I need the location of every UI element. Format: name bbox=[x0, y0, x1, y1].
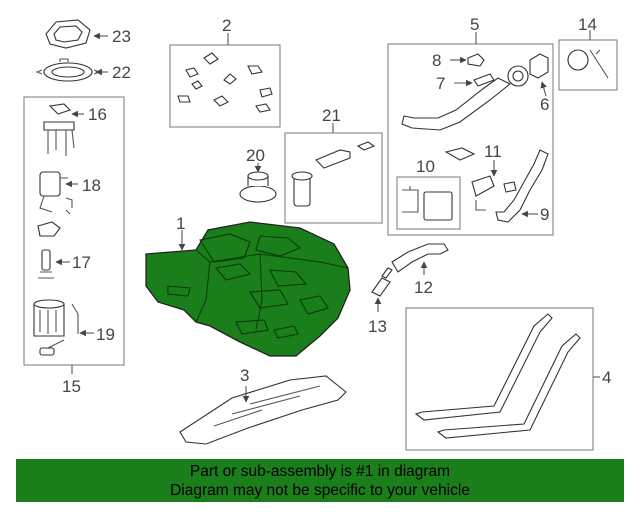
part-16-connector[interactable] bbox=[43, 103, 75, 156]
part-23-gasket[interactable] bbox=[45, 19, 91, 49]
part-9-hose[interactable] bbox=[495, 149, 549, 223]
callout-14: 14 bbox=[578, 15, 597, 34]
callout-11: 11 bbox=[484, 142, 502, 161]
callout-20: 20 bbox=[246, 146, 265, 165]
callout-7: 7 bbox=[436, 74, 445, 93]
callout-21: 21 bbox=[322, 106, 341, 125]
banner-line-2: Diagram may not be specific to your vehi… bbox=[170, 482, 470, 499]
callout-1: 1 bbox=[176, 214, 185, 233]
info-banner: Part or sub-assembly is #1 in diagram Di… bbox=[16, 459, 624, 502]
part-22-lock-ring[interactable] bbox=[35, 58, 101, 82]
part-10-box bbox=[396, 176, 461, 230]
part-15-clip bbox=[37, 221, 61, 237]
part-8-clip[interactable] bbox=[467, 53, 485, 67]
part-21-valve[interactable] bbox=[291, 141, 376, 207]
part-2-pads[interactable] bbox=[177, 52, 273, 113]
part-2-box bbox=[169, 44, 281, 128]
callout-3: 3 bbox=[240, 366, 249, 385]
part-10-canister[interactable] bbox=[402, 186, 453, 221]
callout-10: 10 bbox=[416, 157, 435, 176]
callout-16: 16 bbox=[88, 105, 107, 124]
part-18-sender[interactable] bbox=[39, 171, 73, 215]
callout-5: 5 bbox=[470, 15, 479, 34]
callout-19: 19 bbox=[96, 325, 115, 344]
callout-23: 23 bbox=[112, 27, 131, 46]
callout-15: 15 bbox=[62, 377, 81, 396]
callout-4: 4 bbox=[602, 368, 611, 387]
callout-6: 6 bbox=[540, 95, 549, 114]
callout-8: 8 bbox=[432, 51, 441, 70]
part-5-clips bbox=[444, 147, 476, 161]
part-11-bracket[interactable] bbox=[471, 175, 495, 211]
callout-12: 12 bbox=[414, 278, 433, 297]
part-5-filler-pipe[interactable] bbox=[401, 65, 529, 131]
banner-line-1: Part or sub-assembly is #1 in diagram bbox=[189, 463, 451, 480]
part-20-cap[interactable] bbox=[239, 171, 277, 203]
part-6-door[interactable] bbox=[529, 53, 549, 79]
callout-18: 18 bbox=[82, 176, 101, 195]
part-4-straps[interactable] bbox=[414, 313, 581, 439]
part-7-clip[interactable] bbox=[473, 73, 495, 87]
callout-13: 13 bbox=[368, 317, 387, 336]
part-14-box bbox=[558, 39, 618, 91]
part-5-box bbox=[387, 43, 554, 236]
part-13-hose[interactable] bbox=[371, 267, 393, 297]
part-14-cap[interactable] bbox=[567, 49, 609, 79]
callout-22: 22 bbox=[112, 63, 131, 82]
part-4-box bbox=[405, 307, 594, 451]
part-19-reservoir[interactable] bbox=[33, 299, 79, 356]
part-1-fuel-tank[interactable] bbox=[145, 221, 351, 357]
part-17-filter[interactable] bbox=[38, 249, 54, 279]
part-15-box bbox=[23, 96, 125, 366]
part-3-shield[interactable] bbox=[179, 375, 347, 445]
callout-2: 2 bbox=[222, 16, 231, 35]
callout-17: 17 bbox=[72, 253, 91, 272]
callout-9: 9 bbox=[540, 205, 549, 224]
part-12-hose[interactable] bbox=[391, 243, 449, 273]
